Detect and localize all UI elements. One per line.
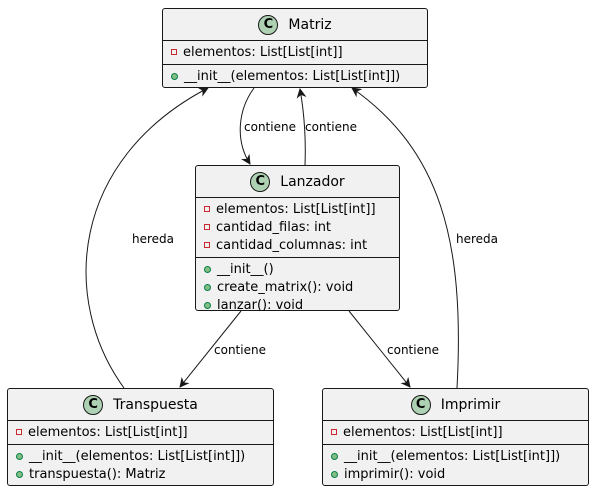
method-row: imprimir(): void [331, 465, 588, 483]
edge-label-lanzador-matriz: contiene [305, 120, 357, 134]
class-c-icon: C [410, 394, 431, 415]
edge-imprimir-to-matriz [351, 87, 459, 389]
public-marker-icon [331, 470, 338, 478]
attribute-text: elementos: List[List[int]] [216, 201, 376, 217]
class-header: C Transpuesta [8, 389, 273, 421]
edge-label-lanzador-transpuesta: contiene [214, 343, 266, 357]
attribute-row: elementos: List[List[int]] [16, 423, 273, 441]
attribute-text: elementos: List[List[int]] [183, 44, 343, 60]
public-marker-icon [204, 283, 211, 291]
edge-label-lanzador-imprimir: contiene [387, 343, 439, 357]
method-row: create_matrix(): void [204, 278, 399, 296]
class-box-lanzador[interactable]: C Lanzador elementos: List[List[int]] ca… [195, 165, 400, 313]
method-row: __init__(elementos: List[List[int]]) [331, 447, 588, 465]
attribute-row: cantidad_columnas: int [204, 236, 399, 254]
attribute-text: cantidad_filas: int [216, 219, 332, 235]
edge-matriz-to-lanzador [239, 87, 255, 165]
attribute-text: elementos: List[List[int]] [28, 424, 188, 440]
method-text: __init__(elementos: List[List[int]]) [344, 448, 561, 464]
method-row: transpuesta(): Matriz [16, 465, 273, 483]
class-header: C Lanzador [196, 166, 399, 198]
public-marker-icon [16, 470, 23, 478]
private-marker-icon [204, 242, 210, 248]
attribute-text: cantidad_columnas: int [216, 237, 368, 253]
method-row: __init__(elementos: List[List[int]]) [171, 67, 427, 85]
method-text: lanzar(): void [217, 297, 304, 313]
edge-transpuesta-to-matriz [85, 87, 209, 389]
class-c-icon: C [250, 171, 271, 192]
class-header: C Imprimir [323, 389, 588, 421]
method-row: lanzar(): void [204, 296, 399, 314]
class-name: Matriz [288, 16, 332, 33]
method-row: __init__() [204, 260, 399, 278]
edge-label-matriz-lanzador: contiene [244, 120, 296, 134]
private-marker-icon [204, 224, 210, 230]
class-box-imprimir[interactable]: C Imprimir elementos: List[List[int]] __… [322, 388, 589, 486]
public-marker-icon [171, 72, 178, 80]
private-marker-icon [16, 429, 22, 435]
public-marker-icon [204, 265, 211, 273]
method-text: imprimir(): void [344, 466, 446, 482]
attribute-row: cantidad_filas: int [204, 218, 399, 236]
attribute-row: elementos: List[List[int]] [171, 43, 427, 61]
edge-lanzador-to-transpuesta [179, 310, 242, 388]
methods-section: __init__(elementos: List[List[int]]) [163, 64, 427, 88]
public-marker-icon [204, 301, 211, 309]
private-marker-icon [171, 49, 177, 55]
private-marker-icon [331, 429, 337, 435]
method-text: __init__(elementos: List[List[int]]) [29, 448, 246, 464]
method-text: create_matrix(): void [217, 279, 354, 295]
edge-lanzador-to-imprimir [348, 310, 411, 388]
class-box-matriz[interactable]: C Matriz elementos: List[List[int]] __in… [162, 8, 428, 88]
class-c-icon: C [83, 394, 104, 415]
edge-lanzador-to-matriz [296, 88, 307, 166]
method-text: transpuesta(): Matriz [29, 466, 166, 482]
attributes-section: elementos: List[List[int]] cantidad_fila… [196, 198, 399, 257]
attributes-section: elementos: List[List[int]] [323, 421, 588, 444]
edge-label-transpuesta-matriz: hereda [132, 232, 174, 246]
methods-section: __init__(elementos: List[List[int]]) imp… [323, 444, 588, 486]
methods-section: __init__() create_matrix(): void lanzar(… [196, 257, 399, 317]
attribute-row: elementos: List[List[int]] [204, 200, 399, 218]
class-name: Imprimir [440, 396, 501, 413]
edge-label-imprimir-matriz: hereda [456, 232, 498, 246]
private-marker-icon [204, 206, 210, 212]
method-text: __init__() [217, 261, 274, 277]
attributes-section: elementos: List[List[int]] [163, 41, 427, 64]
class-name: Lanzador [280, 173, 345, 190]
attribute-text: elementos: List[List[int]] [343, 424, 503, 440]
class-header: C Matriz [163, 9, 427, 41]
class-name: Transpuesta [113, 396, 198, 413]
methods-section: __init__(elementos: List[List[int]]) tra… [8, 444, 273, 486]
class-box-transpuesta[interactable]: C Transpuesta elementos: List[List[int]]… [7, 388, 274, 486]
attributes-section: elementos: List[List[int]] [8, 421, 273, 444]
method-row: __init__(elementos: List[List[int]]) [16, 447, 273, 465]
attribute-row: elementos: List[List[int]] [331, 423, 588, 441]
class-c-icon: C [258, 14, 279, 35]
public-marker-icon [16, 452, 23, 460]
method-text: __init__(elementos: List[List[int]]) [184, 68, 401, 84]
public-marker-icon [331, 452, 338, 460]
